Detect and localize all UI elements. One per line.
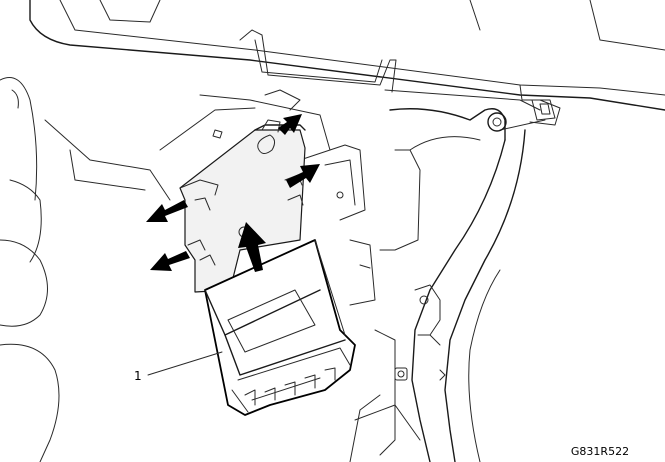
figure-code: G831R522 bbox=[571, 445, 629, 458]
left-side-panel bbox=[0, 77, 171, 462]
upper-body-panel bbox=[29, 0, 665, 126]
inner-body-structure bbox=[159, 89, 376, 306]
left-arrow-icon bbox=[146, 200, 188, 222]
left-arrow-icon bbox=[150, 251, 190, 271]
callout-label: 1 bbox=[134, 369, 142, 383]
right-arrow-icon bbox=[278, 114, 302, 135]
direction-arrows bbox=[146, 114, 320, 272]
callout-1: 1 bbox=[134, 351, 223, 383]
right-arrow-icon bbox=[286, 164, 320, 188]
up-arrow-icon bbox=[238, 222, 266, 272]
control-module bbox=[204, 239, 356, 416]
right-pillar-structure bbox=[341, 99, 556, 462]
